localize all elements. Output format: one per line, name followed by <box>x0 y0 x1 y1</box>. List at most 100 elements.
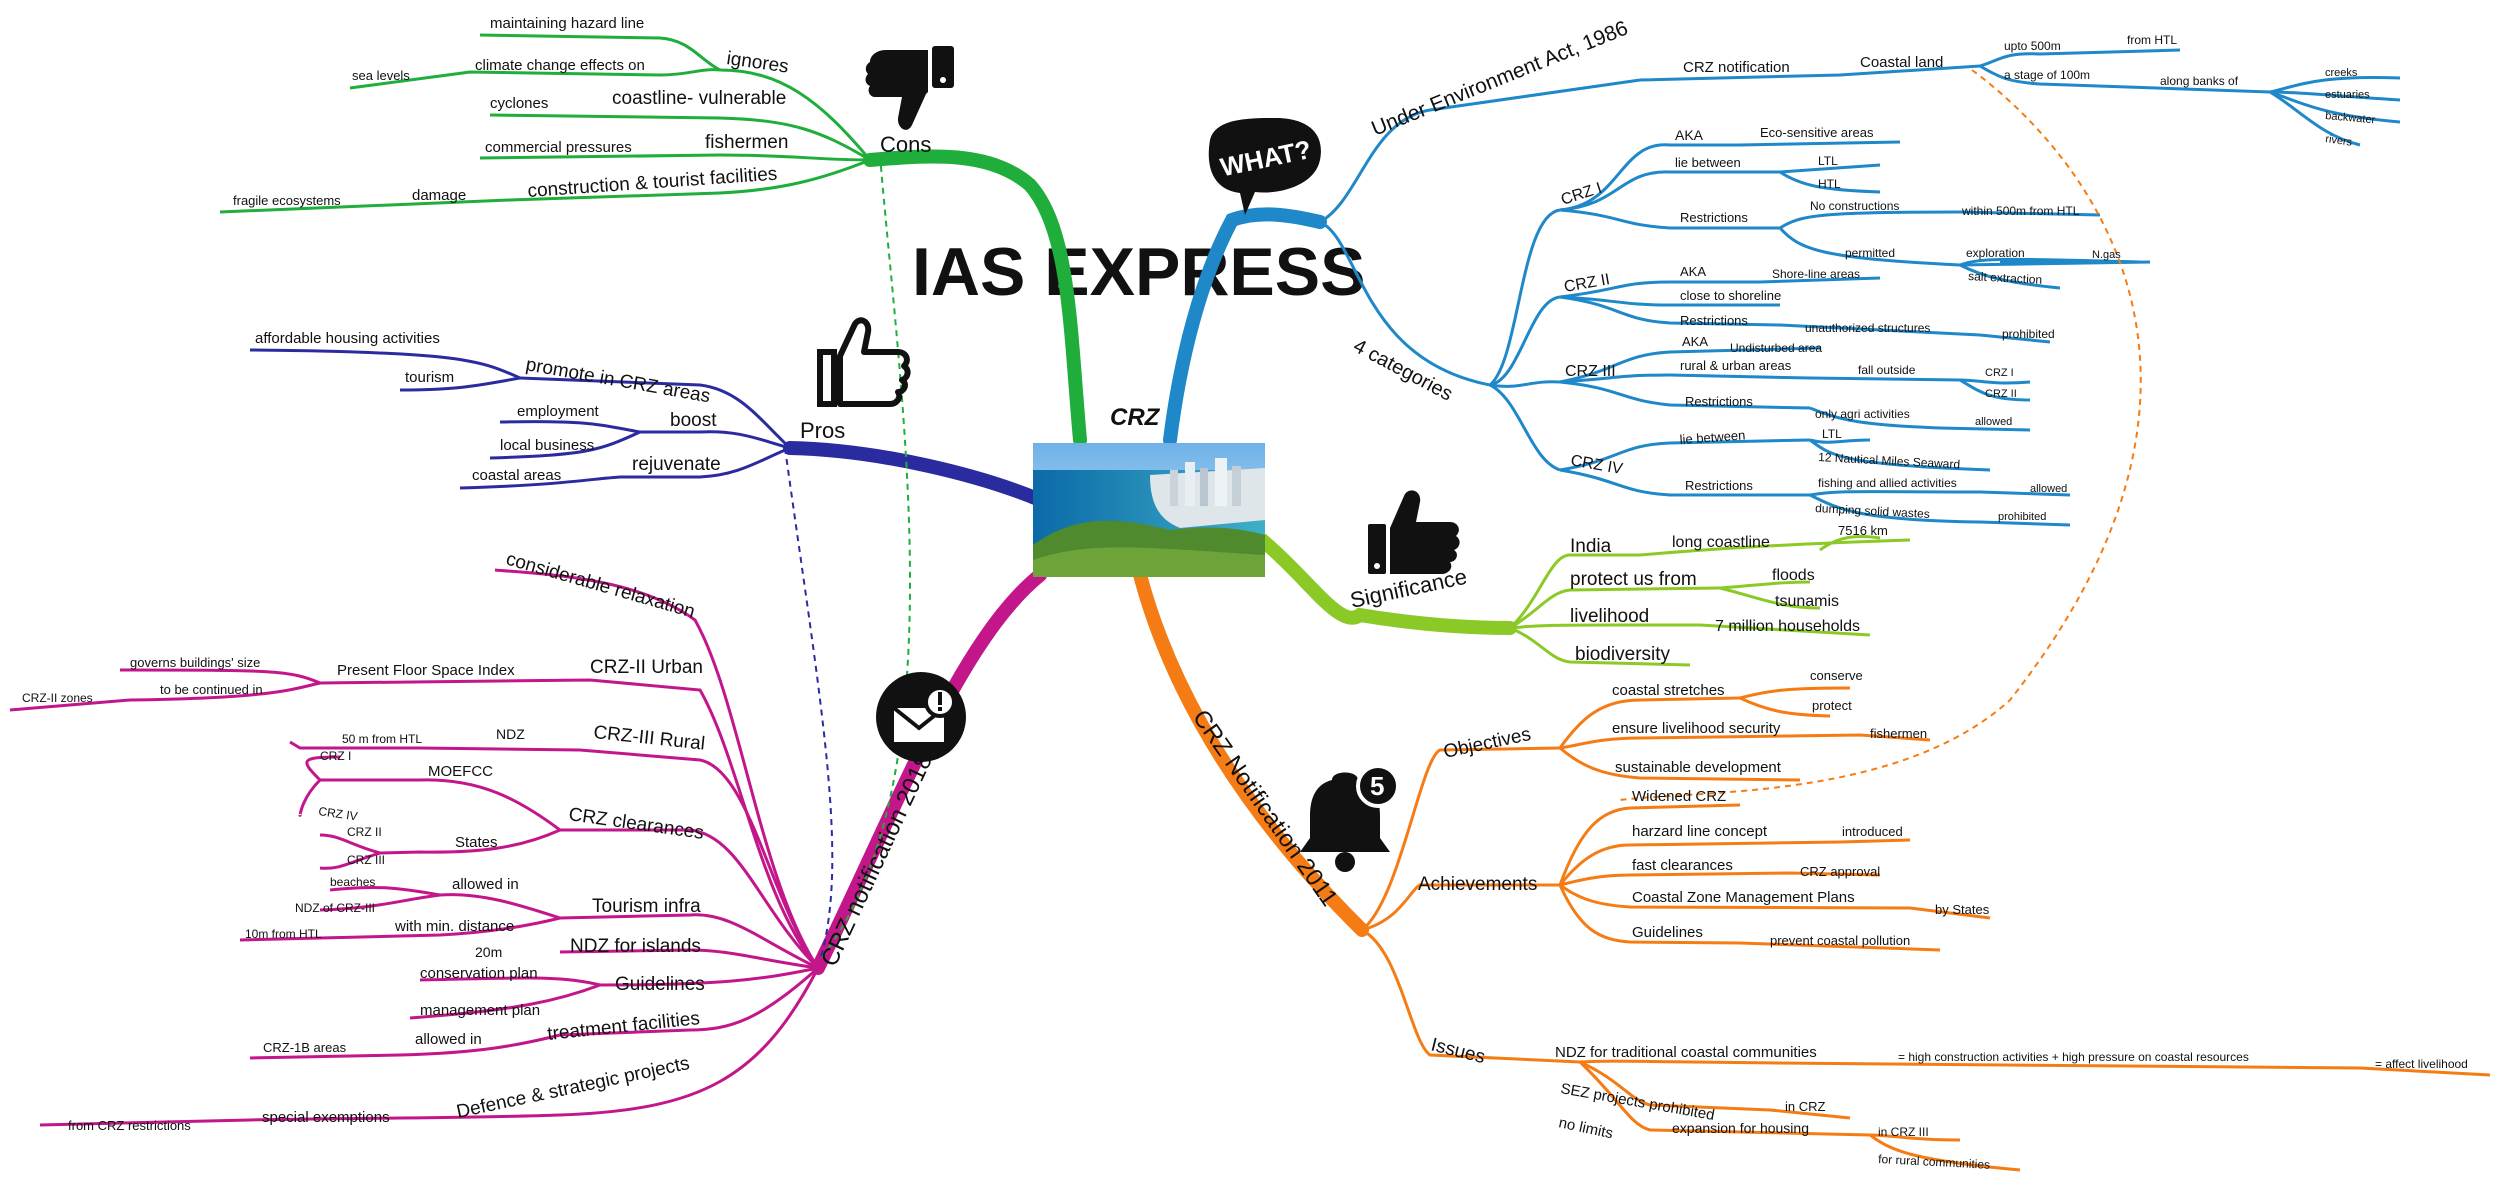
label-livelihood: livelihood <box>1570 606 1649 627</box>
label-allowed-in-2: allowed in <box>415 1031 482 1048</box>
label-by-states: by States <box>1935 902 1990 917</box>
thumbs-up-icon <box>817 317 911 407</box>
label-crz1-exploration: exploration <box>1966 246 2025 260</box>
label-states: States <box>455 834 498 851</box>
label-climate: climate change effects on <box>475 57 645 74</box>
label-widened: Widened CRZ <box>1632 788 1726 805</box>
label-under-env-act: Under Environment Act, 1986 <box>1368 17 1631 141</box>
label-in-crz: in CRZ <box>1785 1099 1826 1114</box>
label-india: India <box>1570 536 1612 557</box>
label-crz4-prohibited: prohibited <box>1998 511 2046 523</box>
label-fsi: Present Floor Space Index <box>337 662 515 679</box>
notif2011-labels: Objectives coastal stretches conserve pr… <box>1418 668 2468 1172</box>
label-crz4-lie-between: lie between <box>1679 427 1746 447</box>
label-crz3-restrictions: Restrictions <box>1685 394 1753 409</box>
label-20m: 20m <box>475 944 502 960</box>
label-crz1-ltl: LTL <box>1818 154 1838 168</box>
label-50m: 50 m from HTL <box>342 732 422 746</box>
label-crz-notification: CRZ notification <box>1683 59 1790 76</box>
label-boost: boost <box>670 410 717 431</box>
significance-branches <box>1508 534 1911 667</box>
label-upto-500m: upto 500m <box>2004 39 2061 53</box>
mail-alert-icon <box>876 672 966 762</box>
significance-labels: India long coastline 7516 km protect us … <box>1570 523 1888 665</box>
label-crz1-aka-val: Eco-sensitive areas <box>1760 125 1874 140</box>
label-crz2-restrictions: Restrictions <box>1680 313 1748 328</box>
label-7516km: 7516 km <box>1838 523 1888 538</box>
bell-badge-count: 5 <box>1370 771 1384 801</box>
label-ignores: ignores <box>725 48 790 77</box>
label-floods: floods <box>1772 567 1815 584</box>
label-ndz-traditional: NDZ for traditional coastal communities <box>1555 1044 1817 1061</box>
label-guidelines-2011: Guidelines <box>1632 924 1703 941</box>
label-beaches: beaches <box>330 875 375 889</box>
thumbs-down-icon <box>865 46 954 130</box>
label-objectives: Objectives <box>1442 724 1533 763</box>
label-crz3-aka-val: Undisturbed area <box>1730 341 1822 355</box>
label-crz-ii-2018: CRZ II <box>347 825 382 839</box>
notif2018-labels: considerable relaxation CRZ-II Urban Pre… <box>22 549 706 1133</box>
label-introduced: introduced <box>1842 824 1903 839</box>
label-allowed-in: allowed in <box>452 876 519 893</box>
label-fast-clearances: fast clearances <box>1632 857 1733 874</box>
main-branches <box>783 149 1517 975</box>
label-estuaries: estuaries <box>2325 89 2370 101</box>
label-crz1-no-constructions: No constructions <box>1810 199 1899 213</box>
label-damage: damage <box>412 187 466 204</box>
label-crz-iv-2018: CRZ IV <box>318 804 359 823</box>
label-guidelines-2018: Guidelines <box>615 974 705 995</box>
label-crz4-allowed: allowed <box>2030 483 2067 495</box>
label-creeks: creeks <box>2325 67 2358 79</box>
label-ndz-crz3: NDZ of CRZ-III <box>295 901 375 915</box>
label-sustainable: sustainable development <box>1615 759 1782 776</box>
cons-labels: ignores maintaining hazard line climate … <box>233 15 790 208</box>
label-sea-levels: sea levels <box>352 68 410 83</box>
label-crz4-ltl: LTL <box>1822 427 1842 441</box>
label-coastal-stretches: coastal stretches <box>1612 682 1725 699</box>
label-crz4-fishing: fishing and allied activities <box>1818 476 1957 490</box>
label-crz3-aka: AKA <box>1682 334 1708 349</box>
label-considerable: considerable relaxation <box>504 549 698 623</box>
label-crz1-salt: salt extraction <box>1968 269 2043 287</box>
label-ensure-livelihood: ensure livelihood security <box>1612 720 1781 737</box>
label-four-categories: 4 categories <box>1350 335 1457 406</box>
label-crz1b: CRZ-1B areas <box>263 1040 347 1055</box>
label-crz2-zones: CRZ-II zones <box>22 691 93 705</box>
label-ndz-2018: NDZ <box>496 726 525 742</box>
notif2011-branches <box>1361 686 2491 1172</box>
watermark: IAS EXPRESS <box>912 234 1366 310</box>
label-backwater: backwater <box>2325 110 2376 126</box>
label-defence: Defence & strategic projects <box>455 1053 692 1123</box>
bell-icon: 5 <box>1300 764 1400 872</box>
label-moefcc: MOEFCC <box>428 763 493 780</box>
label-fragile: fragile ecosystems <box>233 193 341 208</box>
label-crz1-htl: HTL <box>1818 177 1841 191</box>
label-crz4-dumping: dumping solid wastes <box>1815 501 1930 521</box>
link-cons-to-2018 <box>819 154 911 961</box>
label-governs: governs buildings' size <box>130 655 260 670</box>
label-coastal-areas: coastal areas <box>472 467 561 484</box>
label-crz2-prohibited: prohibited <box>2002 327 2055 341</box>
label-crz3-crz-ii: CRZ II <box>1985 388 2017 400</box>
label-expansion-housing: expansion for housing <box>1672 1120 1809 1136</box>
label-commercial: commercial pressures <box>485 139 632 156</box>
label-crz2-aka: AKA <box>1680 264 1706 279</box>
label-achievements: Achievements <box>1418 874 1537 895</box>
label-special: special exemptions <box>262 1109 390 1126</box>
center-title: CRZ <box>1110 404 1161 431</box>
label-employment: employment <box>517 403 600 420</box>
label-tourism-pros: tourism <box>405 369 454 386</box>
label-crz3-fall-outside: fall outside <box>1858 363 1916 377</box>
label-prevent-pollution: prevent coastal pollution <box>1770 933 1910 948</box>
label-treatment: treatment facilities <box>546 1008 700 1045</box>
label-crz4-restrictions: Restrictions <box>1685 478 1753 493</box>
label-crz1-aka: AKA <box>1675 127 1704 143</box>
what-speech-bubble-icon: WHAT? <box>1208 118 1321 215</box>
label-rivers: rivers <box>2325 133 2354 149</box>
label-coastline: coastline- vulnerable <box>612 88 786 109</box>
label-households: 7 million households <box>1715 618 1860 635</box>
label-along-banks: along banks of <box>2160 74 2239 88</box>
label-rejuvenate: rejuvenate <box>632 454 721 475</box>
